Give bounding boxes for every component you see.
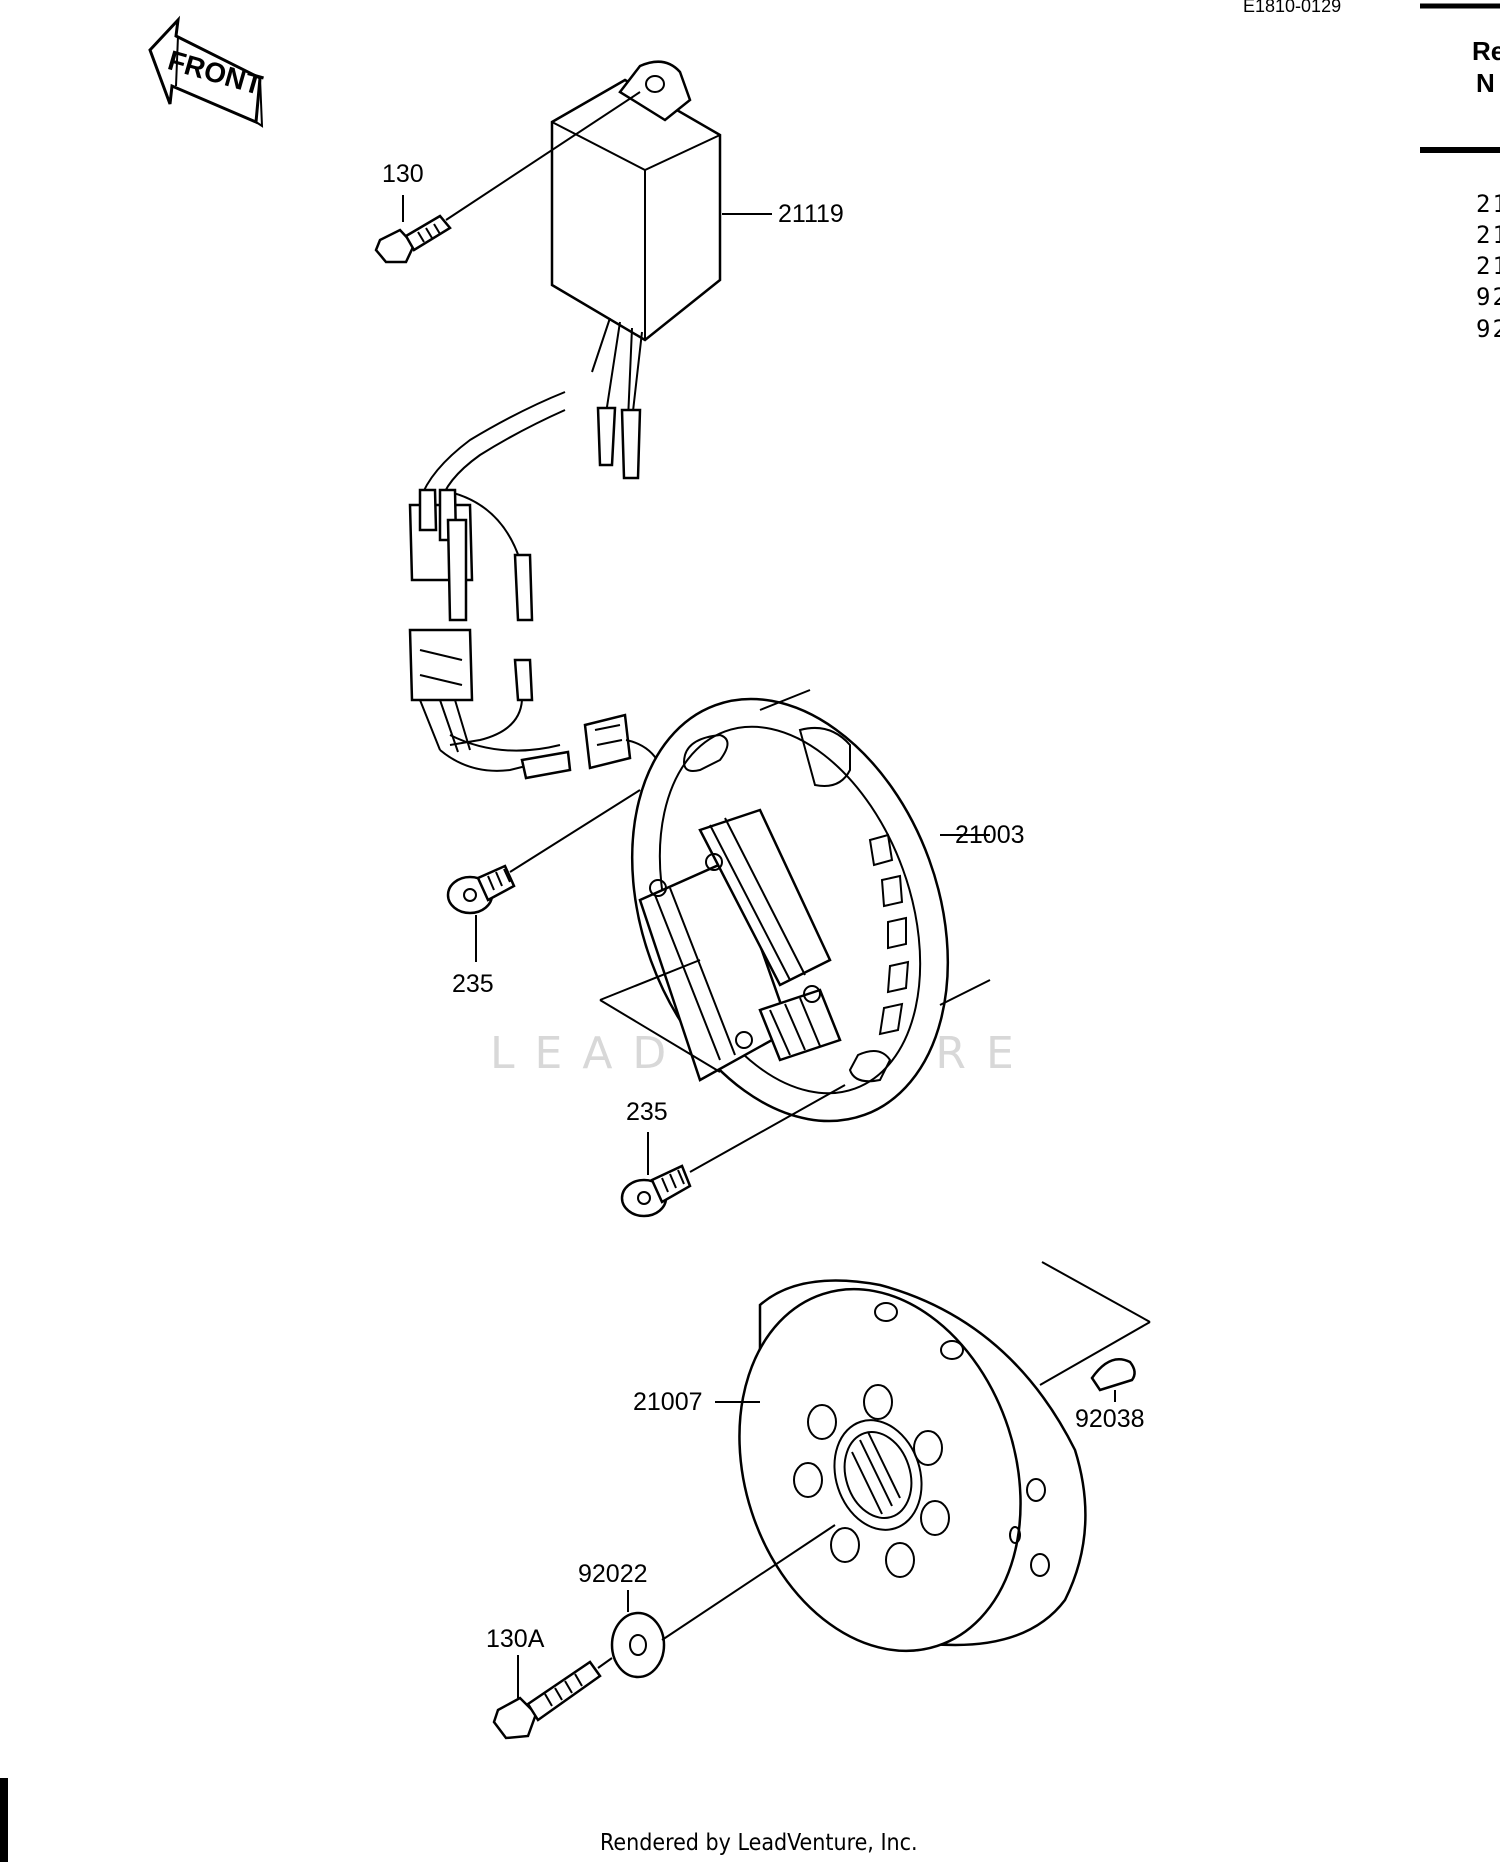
ref-header-line2: N: [1476, 68, 1495, 98]
callout-21119[interactable]: 21119: [778, 200, 844, 228]
key-axis-1: [1041, 1261, 1151, 1323]
cdi-unit[interactable]: [550, 60, 722, 480]
woodruff-key-92038[interactable]: [1090, 1358, 1136, 1392]
page-edge-mark: [0, 1778, 8, 1862]
bolt-130a[interactable]: [492, 1660, 602, 1740]
ref-number-2[interactable]: 21: [1476, 221, 1500, 249]
callout-92022[interactable]: 92022: [578, 1560, 648, 1588]
ref-number-5[interactable]: 92: [1476, 315, 1500, 343]
front-label: FRONT: [165, 44, 266, 100]
ref-number-3[interactable]: 21: [1476, 252, 1500, 280]
stator-axis-2: [599, 959, 701, 1001]
callout-21003[interactable]: 21003: [955, 821, 1025, 849]
footer-credit: Rendered by LeadVenture, Inc.: [600, 1830, 918, 1856]
screw-235-upper[interactable]: [446, 864, 516, 915]
ref-number-1[interactable]: 21: [1476, 190, 1500, 218]
callout-92038[interactable]: 92038: [1075, 1405, 1145, 1433]
screw-235-lower[interactable]: [620, 1164, 692, 1218]
leader-130a-axis: [597, 1657, 613, 1669]
front-arrow-icon: FRONT: [148, 15, 266, 128]
callout-130[interactable]: 130: [382, 160, 424, 188]
stator-axis-3: [939, 979, 991, 1006]
leader-130: [445, 91, 641, 221]
leader-235-upper: [509, 789, 641, 873]
callout-235-lower[interactable]: 235: [626, 1098, 668, 1126]
leader-235-lower: [689, 1084, 846, 1173]
stator-assembly[interactable]: [576, 655, 1003, 1166]
ref-number-4[interactable]: 92: [1476, 283, 1500, 311]
callout-130a[interactable]: 130A: [486, 1625, 545, 1653]
stator-axis-1: [599, 999, 721, 1073]
diagram-code: E1810-0129: [1243, 0, 1341, 16]
key-axis-2: [1039, 1321, 1151, 1386]
callout-21007[interactable]: 21007: [633, 1388, 703, 1416]
ref-header-line1: Re: [1472, 36, 1500, 66]
leader-92022-axis: [661, 1524, 836, 1641]
callout-235-upper[interactable]: 235: [452, 970, 494, 998]
bolt-130[interactable]: [374, 214, 452, 264]
wiring-harness: [408, 391, 661, 780]
flywheel-rotor[interactable]: [694, 1252, 1087, 1687]
washer-92022[interactable]: [610, 1611, 666, 1679]
stator-axis-top: [759, 689, 811, 711]
